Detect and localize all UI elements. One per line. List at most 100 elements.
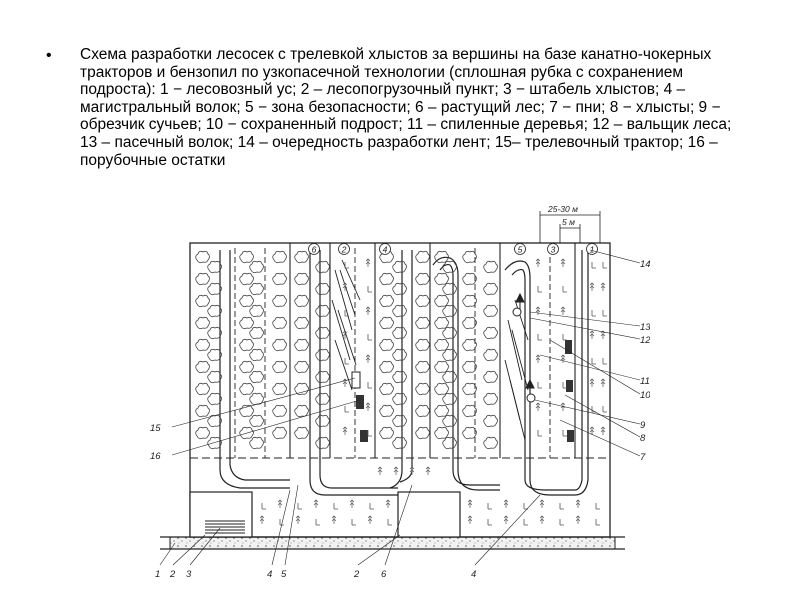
tree-icon (392, 326, 407, 340)
tree-icon (483, 282, 498, 296)
stump-icon (367, 381, 373, 389)
tree-icon (379, 382, 394, 396)
tree-icon (379, 338, 394, 352)
callout-8: 8 (640, 433, 646, 444)
tree-icon (442, 304, 457, 318)
stump-icon (297, 502, 303, 510)
stump-icon (377, 466, 383, 476)
tree-icon (483, 370, 498, 384)
stump-icon (560, 306, 566, 316)
stump-icon (602, 405, 608, 413)
felled-trees (331, 259, 529, 441)
strip-order-circle (338, 243, 350, 255)
tree-icon (249, 370, 264, 384)
tree-icon (272, 382, 287, 396)
stump-icon (560, 258, 566, 268)
callout-15: 15 (150, 423, 161, 434)
stump-icon (349, 499, 355, 509)
stump-icon (575, 499, 581, 509)
callout-11: 11 (640, 376, 650, 387)
stump-icon (575, 515, 581, 525)
tree-icon (294, 250, 309, 264)
tree-icon (315, 392, 330, 406)
tree-icon (294, 294, 309, 308)
stump-icon (365, 258, 371, 268)
skid-tractor (351, 371, 361, 389)
tree-icon (415, 272, 430, 286)
direction-arrow (515, 292, 525, 310)
stump-icon (333, 502, 339, 510)
feller-symbol (526, 393, 536, 403)
tree-icon (483, 392, 498, 406)
stump-icon (365, 354, 371, 364)
tree-icon (272, 360, 287, 374)
bullet-marker: • (46, 47, 52, 64)
stump-icon (425, 466, 431, 476)
strip-order-circle (308, 243, 320, 255)
tree-icon (272, 338, 287, 352)
tree-icon (272, 404, 287, 418)
tree-icon (462, 316, 477, 330)
tree-icon (434, 426, 449, 440)
tree-icon (315, 304, 330, 318)
tree-icon (415, 316, 430, 330)
bottom-callout-4b: 4 (471, 569, 476, 580)
strip-order-circle (379, 243, 391, 255)
callout-10: 10 (640, 390, 650, 401)
bottom-callout-6: 6 (381, 569, 387, 580)
stump-icon (589, 330, 595, 340)
callout-14: 14 (640, 259, 650, 270)
tree-icon (195, 426, 210, 440)
stump-icon (600, 378, 606, 388)
logging-residue (356, 340, 574, 442)
tree-icon (434, 360, 449, 374)
tree-icon (239, 338, 254, 352)
tree-icon (392, 436, 407, 450)
tree-icon (483, 348, 498, 362)
strip-order-label: 6 (312, 245, 317, 255)
stump-icon (259, 515, 265, 525)
tree-icon (249, 348, 264, 362)
stump-icon (562, 285, 568, 293)
bottom-callout-3: 3 (186, 569, 192, 580)
tree-icon (415, 250, 430, 264)
callout-9: 9 (640, 420, 646, 431)
bottom-callout-2: 2 (169, 569, 176, 580)
stump-icon (539, 499, 545, 509)
tree-icon (392, 392, 407, 406)
strip-order-circle (586, 243, 598, 255)
stump-icon (602, 357, 608, 365)
tree-icon (315, 282, 330, 296)
strip-order-circle (514, 243, 526, 255)
tree-icon (415, 338, 430, 352)
tree-icon (195, 316, 210, 330)
tree-icon (392, 282, 407, 296)
tree-icon (239, 382, 254, 396)
stump-icon (600, 282, 606, 292)
caption-text: Схема разработки лесосек с трелевкой хлы… (80, 46, 732, 169)
tree-icon (434, 316, 449, 330)
strip-order-label: 2 (341, 245, 347, 255)
stump-icon (261, 502, 267, 510)
tree-icon (462, 404, 477, 418)
tree-icon (392, 370, 407, 384)
tree-icon (195, 360, 210, 374)
tree-icon (379, 404, 394, 418)
tree-icon (239, 360, 254, 374)
stump-icon (351, 518, 357, 526)
stump-icon (467, 515, 473, 525)
tree-icon (315, 260, 330, 274)
stump-icon (535, 258, 541, 268)
tree-icon (434, 294, 449, 308)
stump-icon (595, 518, 601, 526)
stump-icon (537, 285, 543, 293)
tree-icon (483, 414, 498, 428)
dimension-outer: 25-30 м (547, 204, 578, 214)
tree-icon (392, 348, 407, 362)
stump-icon (367, 333, 373, 341)
tree-icon (315, 414, 330, 428)
bottom-callout-1: 1 (155, 569, 160, 580)
tree-icon (462, 250, 477, 264)
strip-order-label: 4 (383, 245, 388, 255)
